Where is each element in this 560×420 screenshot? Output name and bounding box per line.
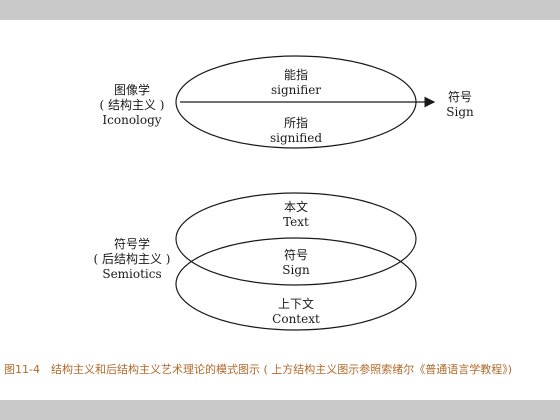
iconology-label: 图像学 ( 结构主义 ) Iconology <box>99 83 165 127</box>
sign-overlap-label: 符号 Sign <box>282 248 310 277</box>
context-label: 上下文 Context <box>272 297 320 326</box>
context-ellipse <box>175 237 417 331</box>
diagram-shapes <box>175 55 436 331</box>
semiotics-label: 符号学 ( 后结构主义 ) Semiotics <box>93 237 171 281</box>
sign-label-right: 符号 Sign <box>446 90 474 119</box>
signifier-label: 能指 signifier <box>270 68 322 97</box>
text-label: 本文 Text <box>283 200 309 229</box>
text-ellipse <box>175 192 417 286</box>
diagram-page: 图像学 ( 结构主义 ) Iconology 能指 signifier 所指 s… <box>0 20 560 400</box>
signified-label: 所指 signified <box>269 116 323 145</box>
figure-caption: 图11-4 结构主义和后结构主义艺术理论的模式图示 ( 上方结构主义图示参照索绪… <box>4 363 513 376</box>
